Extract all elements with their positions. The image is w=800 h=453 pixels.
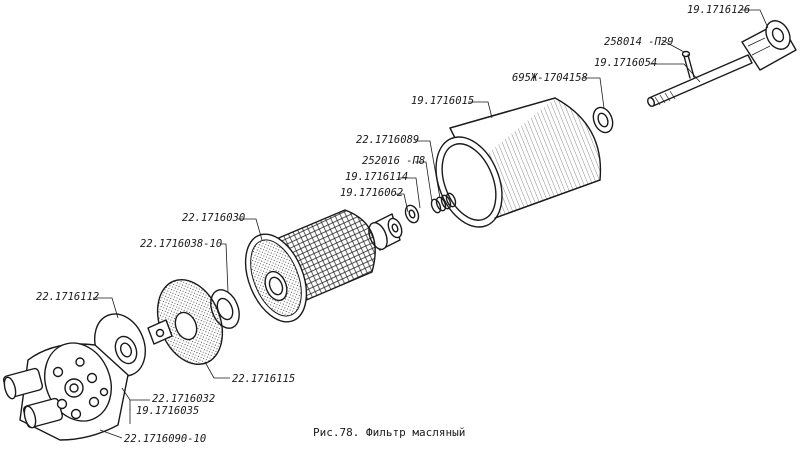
part-labels: 19.1716126 258014 -П29 19.1716054 695Ж-1… — [36, 4, 750, 445]
gasket-part — [147, 278, 224, 366]
label-19-1716114: 19.1716114 — [345, 171, 408, 183]
housing-ring-part — [592, 106, 614, 134]
spring-seat-part — [368, 213, 403, 251]
label-19-1716035: 19.1716035 — [136, 405, 199, 417]
label-19-1716126: 19.1716126 — [687, 4, 750, 16]
label-22-1716038-10: 22.1716038-10 — [140, 238, 222, 250]
filter-element-part — [244, 209, 376, 323]
label-22-1716032: 22.1716032 — [152, 393, 215, 405]
label-22-1716090-10: 22.1716090-10 — [124, 433, 206, 445]
filter-housing-part — [435, 97, 602, 228]
label-22-1716089: 22.1716089 — [356, 134, 419, 146]
label-22-1716112: 22.1716112 — [36, 291, 99, 303]
filter-head-part — [2, 342, 129, 441]
label-22-1716030: 22.1716030 — [182, 212, 245, 224]
label-252016-p8: 252016 -П8 — [362, 155, 425, 167]
figure-caption: Рис.78. Фильтр масляный — [313, 426, 465, 439]
label-258014-p29: 258014 -П29 — [604, 36, 674, 48]
label-22-1716115: 22.1716115 — [232, 373, 295, 385]
rod-nut-part — [741, 20, 797, 71]
spring-part — [430, 192, 457, 214]
washer-part — [404, 204, 420, 224]
label-19-1716015: 19.1716015 — [411, 95, 474, 107]
label-19-1716062: 19.1716062 — [340, 187, 403, 199]
label-19-1716054: 19.1716054 — [594, 57, 657, 69]
label-695zh-1704158: 695Ж-1704158 — [512, 72, 588, 84]
leader-lines — [93, 9, 769, 439]
center-rod-part — [647, 54, 753, 108]
